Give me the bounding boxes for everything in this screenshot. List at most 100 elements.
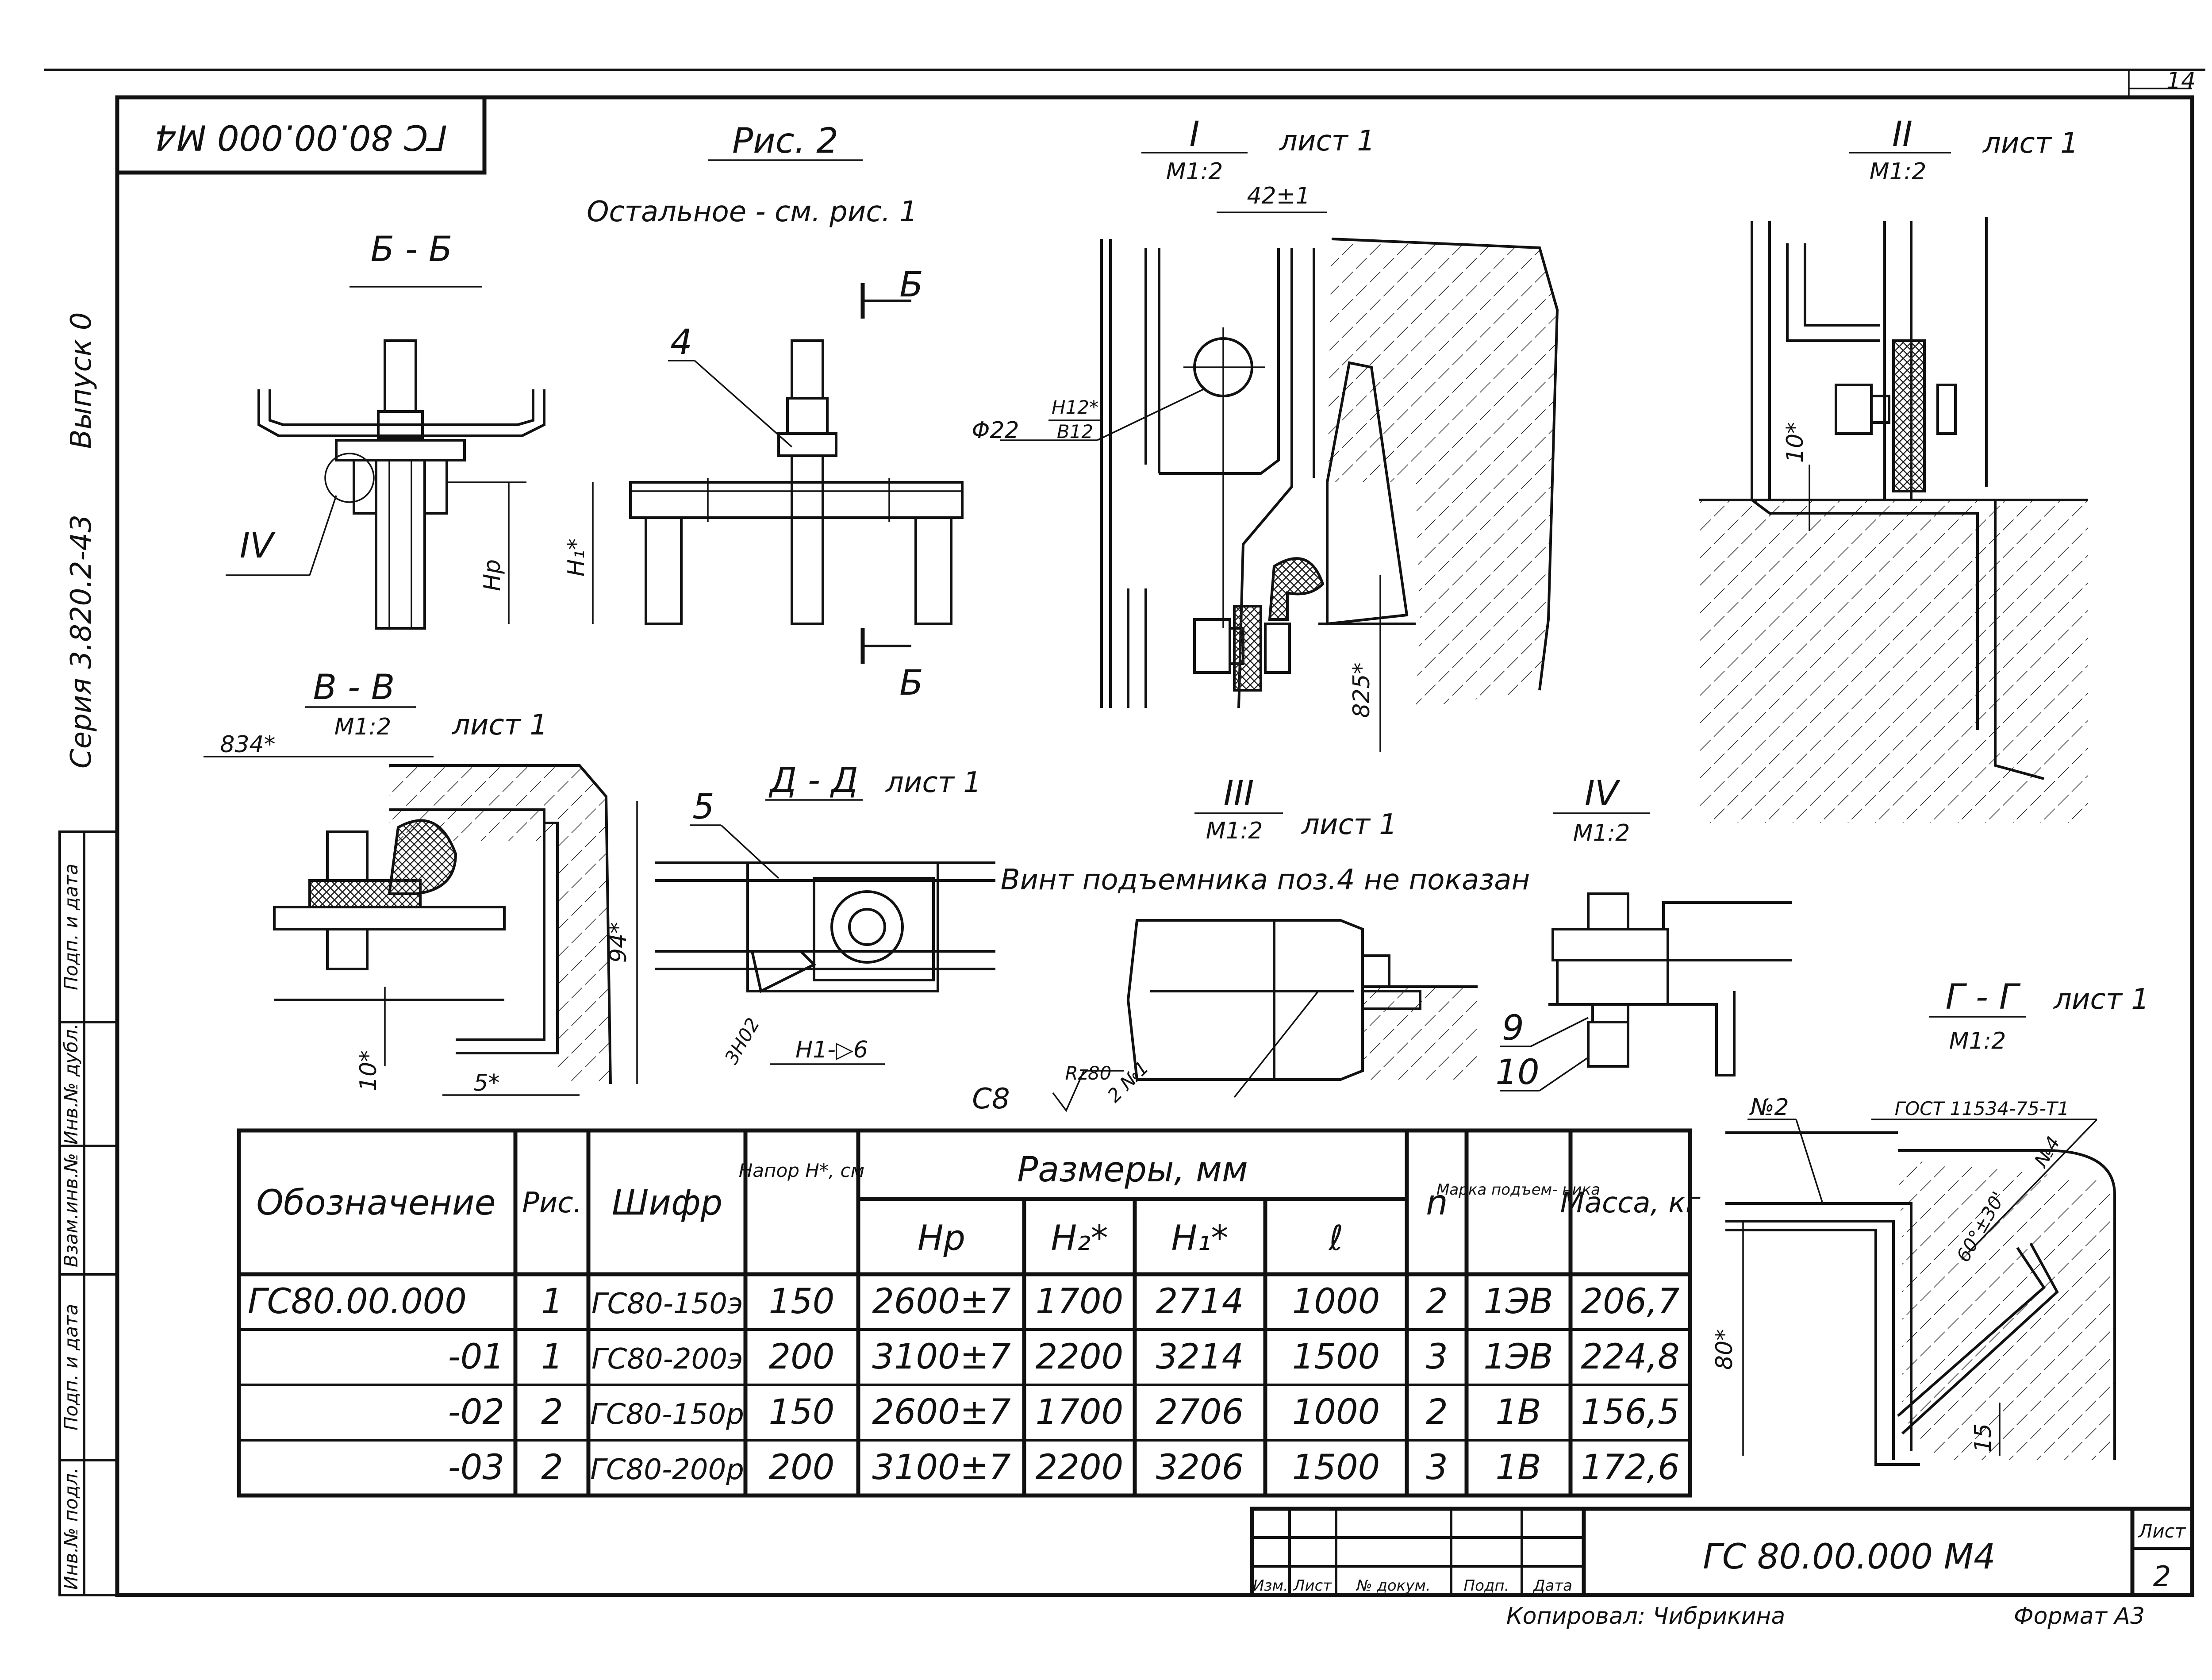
side-col-4: Инв.№ дубл. bbox=[60, 1023, 82, 1145]
tb-sheet-label: Лист bbox=[2138, 1520, 2186, 1542]
view-dd-weld-left: 3Н02 bbox=[720, 1014, 764, 1068]
cell-n: 2 bbox=[1426, 1392, 1448, 1432]
view-iii-label: III bbox=[1223, 774, 1254, 814]
view-bb-dim-hp: Hp bbox=[479, 559, 506, 591]
view-vv-dim-94: 94* bbox=[605, 922, 632, 963]
table-row: -03 2 ГС80-200р 200 3100±7 2200 3206 150… bbox=[448, 1448, 1680, 1488]
cell-hp: 3100±7 bbox=[872, 1448, 1011, 1488]
view-bb-label: Б - Б bbox=[371, 230, 453, 269]
view-iv-label: IV bbox=[1585, 774, 1621, 814]
view-ii-dim-10: 10* bbox=[1782, 422, 1809, 463]
view-gg-dim-15: 15 bbox=[1970, 1423, 1997, 1453]
view-vv-scale: М1:2 bbox=[334, 714, 392, 740]
cell-l: 1000 bbox=[1292, 1392, 1380, 1432]
section-mark-top: Б bbox=[899, 265, 923, 305]
view-dd-weld-right: Н1-▷6 bbox=[795, 1037, 868, 1063]
table-row: -01 1 ГС80-200э 200 3100±7 2200 3214 150… bbox=[448, 1337, 1680, 1377]
cell-l: 1500 bbox=[1292, 1448, 1380, 1488]
view-vv-dim-10: 10* bbox=[355, 1050, 382, 1091]
cell-n: 2 bbox=[1426, 1282, 1448, 1322]
th-fig: Рис. bbox=[522, 1187, 582, 1219]
view-iv-scale: М1:2 bbox=[1573, 820, 1630, 846]
view-i: I М1:2 лист 1 42±1 bbox=[972, 115, 1559, 752]
figure-note: Остальное - см. рис. 1 bbox=[587, 196, 918, 228]
cell-hp: 3100±7 bbox=[872, 1337, 1011, 1377]
cell-lift: 1В bbox=[1495, 1448, 1541, 1488]
cell-head: 200 bbox=[769, 1448, 835, 1488]
table-row: ГС80.00.000 1 ГС80-150э 150 2600±7 1700 … bbox=[248, 1282, 1680, 1322]
view-dd-pos-5: 5 bbox=[692, 787, 714, 827]
side-col-1: Инв.№ подл. bbox=[60, 1468, 82, 1590]
cell-hp: 2600±7 bbox=[872, 1282, 1011, 1322]
view-gg-gost: ГОСТ 11534-75-Т1 bbox=[1895, 1098, 2070, 1119]
section-mark-bottom: Б bbox=[899, 663, 923, 703]
cell-designation: -03 bbox=[448, 1448, 504, 1488]
th-code: Шифр bbox=[612, 1183, 722, 1223]
figure-title: Рис. 2 bbox=[732, 121, 838, 161]
view-iv: IV М1:2 9 10 bbox=[1495, 774, 1792, 1092]
issue-label: Выпуск 0 bbox=[65, 312, 98, 449]
th-mass: Масса, кг bbox=[1560, 1187, 1701, 1219]
side-col-5: Подп. и дата bbox=[60, 864, 82, 990]
cell-head: 200 bbox=[769, 1337, 835, 1377]
cell-fig: 1 bbox=[541, 1337, 563, 1377]
view-ii-sheet: лист 1 bbox=[1982, 127, 2078, 160]
cell-designation: -01 bbox=[448, 1337, 504, 1377]
tb-col-podp: Подп. bbox=[1464, 1577, 1509, 1595]
cell-code: ГС80-150э bbox=[591, 1288, 743, 1320]
view-dd-sheet: лист 1 bbox=[885, 766, 981, 799]
th-head: Напор H*, см bbox=[739, 1160, 865, 1181]
cell-l: 1500 bbox=[1292, 1337, 1380, 1377]
cell-head: 150 bbox=[769, 1282, 835, 1322]
view-ii-scale: М1:2 bbox=[1870, 158, 1927, 185]
view-gg-sheet: лист 1 bbox=[2053, 983, 2149, 1016]
view-i-sheet: лист 1 bbox=[1279, 125, 1375, 158]
view-bb-marker-iv: IV bbox=[240, 526, 276, 566]
cell-n: 3 bbox=[1426, 1337, 1448, 1377]
cell-mass: 206,7 bbox=[1581, 1282, 1679, 1322]
view-iii-rough: Rz80 bbox=[1065, 1062, 1112, 1084]
title-block bbox=[1250, 1507, 2194, 1597]
cell-h1: 2714 bbox=[1156, 1282, 1244, 1322]
rotated-stamp-text: ГС 80.00.000 М4 bbox=[154, 117, 447, 157]
view-iii: III М1:2 лист 1 Винт подъемника поз.4 не… bbox=[972, 774, 1530, 1115]
view-gg-scale: М1:2 bbox=[1949, 1028, 2006, 1054]
view-gg-n2: №2 bbox=[1749, 1094, 1789, 1121]
cell-lift: 1В bbox=[1495, 1392, 1541, 1432]
tb-col-list: Лист bbox=[1293, 1577, 1332, 1595]
cell-head: 150 bbox=[769, 1392, 835, 1432]
view-iii-scale: М1:2 bbox=[1206, 818, 1263, 844]
view-elevation: 4 H₁* Б Б bbox=[563, 265, 964, 703]
rotated-stamp-box: ГС 80.00.000 М4 bbox=[115, 95, 487, 175]
th-designation: Обозначение bbox=[256, 1183, 495, 1223]
th-lift: Марка подъем- ника bbox=[1436, 1181, 1600, 1199]
tb-col-izm: Изм. bbox=[1253, 1577, 1288, 1595]
view-gg: Г - Г М1:2 лист 1 №2 ГОСТ 11534-75-Т1 №4… bbox=[1711, 977, 2149, 1466]
cell-h2: 1700 bbox=[1036, 1392, 1124, 1432]
cell-designation: -02 bbox=[448, 1392, 504, 1432]
cell-hp: 2600±7 bbox=[872, 1392, 1011, 1432]
cell-designation: ГС80.00.000 bbox=[248, 1282, 467, 1322]
view-ii: II М1:2 лист 1 10* bbox=[1699, 115, 2088, 823]
page-corner-number: 14 bbox=[2166, 68, 2196, 94]
view-i-dim-42: 42±1 bbox=[1247, 183, 1310, 209]
view-gg-label: Г - Г bbox=[1946, 977, 2021, 1017]
cell-lift: 1ЭВ bbox=[1483, 1282, 1553, 1322]
view-vv-label: В - В bbox=[313, 668, 395, 707]
view-ii-label: II bbox=[1892, 115, 1912, 154]
view-iii-finish: С8 bbox=[972, 1083, 1010, 1115]
view-bb-dim-h1: H₁* bbox=[563, 538, 590, 577]
tb-col-date: Дата bbox=[1532, 1577, 1572, 1595]
cell-mass: 172,6 bbox=[1581, 1448, 1679, 1488]
cell-h2: 1700 bbox=[1036, 1282, 1124, 1322]
cell-fig: 2 bbox=[541, 1392, 563, 1432]
tb-copied: Копировал: Чибрикина bbox=[1506, 1603, 1786, 1630]
tb-designation: ГС 80.00.000 М4 bbox=[1703, 1537, 1995, 1577]
cell-fig: 2 bbox=[541, 1448, 563, 1488]
side-col-3: Взам.инв.№ bbox=[60, 1153, 82, 1267]
pos-4: 4 bbox=[670, 323, 692, 362]
tb-sheet-number: 2 bbox=[2153, 1561, 2171, 1593]
th-l: ℓ bbox=[1328, 1219, 1343, 1258]
cell-h2: 2200 bbox=[1036, 1448, 1124, 1488]
